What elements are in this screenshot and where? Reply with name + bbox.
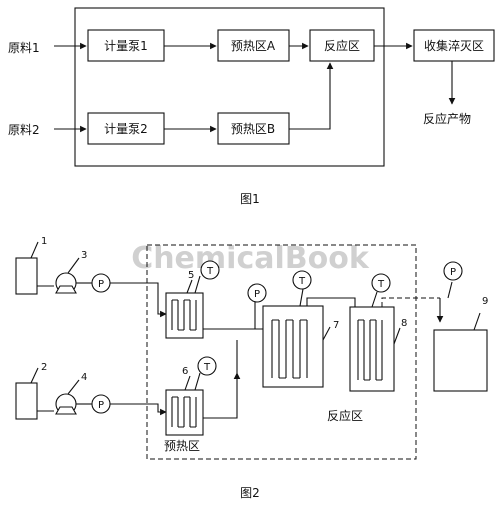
feed-vessel-2 <box>15 382 38 420</box>
pressure-gauge-3-label: P <box>254 289 260 300</box>
fig2-caption: 图2 <box>240 486 260 500</box>
number-7: 7 <box>333 320 339 331</box>
leader-6 <box>184 375 191 391</box>
line-to-preheater-5 <box>110 282 167 318</box>
fig1-reaction-box <box>309 29 375 62</box>
fig1-arrow-preheat-b-to-reaction <box>289 62 334 130</box>
leader-8 <box>393 327 401 345</box>
fig1-input-2: 原料2 <box>8 123 40 137</box>
collection-vessel-9 <box>433 329 488 392</box>
reactor-7-probe <box>299 288 304 307</box>
leader-3 <box>67 257 80 274</box>
leader-1 <box>30 241 39 259</box>
pump-4-base <box>55 406 77 415</box>
number-4: 4 <box>81 372 87 383</box>
thermometer-2-label: T <box>203 362 211 373</box>
reactor-7-coil <box>271 319 308 379</box>
fig1-caption: 图1 <box>240 192 260 206</box>
fig1-quench-label: 收集淬灭区 <box>424 38 484 53</box>
fig1-quench-box <box>413 29 495 62</box>
preheater-6-probe <box>194 372 201 391</box>
number-5: 5 <box>188 270 194 281</box>
reaction-zone-label: 反应区 <box>327 408 363 423</box>
fig1-preheat-b-box <box>217 112 290 145</box>
thermometer-1-label: T <box>206 266 214 277</box>
thermometer-4 <box>371 273 391 293</box>
leader-5 <box>186 279 193 294</box>
pressure-gauge-1-label: P <box>98 279 104 290</box>
pump-3-base <box>55 285 77 294</box>
fig2-dashed-boundary <box>146 244 417 460</box>
reactor-8-coil <box>357 319 383 381</box>
pressure-gauge-4-label: P <box>450 267 456 278</box>
pressure-gauge-3 <box>247 283 267 303</box>
fig1-preheat-b-label: 预热区B <box>231 122 275 136</box>
line-preheater6-to-mixer <box>203 372 241 419</box>
reactor-8-probe <box>371 291 378 308</box>
fig1-reaction-label: 反应区 <box>324 38 360 53</box>
fig1-pump-2-box <box>87 112 165 145</box>
number-2: 2 <box>41 362 47 373</box>
number-1: 1 <box>41 236 47 247</box>
gauge-4-stem <box>447 281 453 299</box>
leader-2 <box>30 367 39 384</box>
feed-vessel-1 <box>15 257 38 295</box>
thermometer-3-label: T <box>298 276 306 287</box>
number-6: 6 <box>182 366 188 377</box>
preheater-6-coil <box>171 396 197 428</box>
fig1-pump-1-label: 计量泵1 <box>104 39 148 53</box>
fig1-product-label: 反应产物 <box>423 111 471 126</box>
fig1-outer-frame <box>74 7 385 167</box>
pressure-gauge-2-label: P <box>98 400 104 411</box>
thermometer-2 <box>197 356 217 376</box>
leader-7 <box>322 326 331 341</box>
number-9: 9 <box>482 296 488 307</box>
preheater-5-probe <box>194 275 201 294</box>
reactor-8 <box>349 306 395 392</box>
fig1-pump-1-box <box>87 29 165 62</box>
line-reactor8-outlet <box>381 297 440 307</box>
thermometer-4-label: T <box>377 279 385 290</box>
preheater-5-coil <box>171 299 197 331</box>
pressure-gauge-4 <box>443 261 463 281</box>
leader-9 <box>473 312 481 331</box>
leader-4 <box>67 379 80 395</box>
line-to-preheater-6 <box>110 403 167 416</box>
thermometer-3 <box>292 270 312 290</box>
number-8: 8 <box>401 318 407 329</box>
preheat-zone-label: 预热区 <box>164 439 200 453</box>
thermometer-1 <box>200 260 220 280</box>
number-3: 3 <box>81 250 87 261</box>
fig1-pump-2-label: 计量泵2 <box>104 122 148 136</box>
watermark: ChemicalBook <box>131 241 370 276</box>
fig1-preheat-a-label: 预热区A <box>231 39 276 53</box>
fig1-input-1: 原料1 <box>8 41 40 55</box>
